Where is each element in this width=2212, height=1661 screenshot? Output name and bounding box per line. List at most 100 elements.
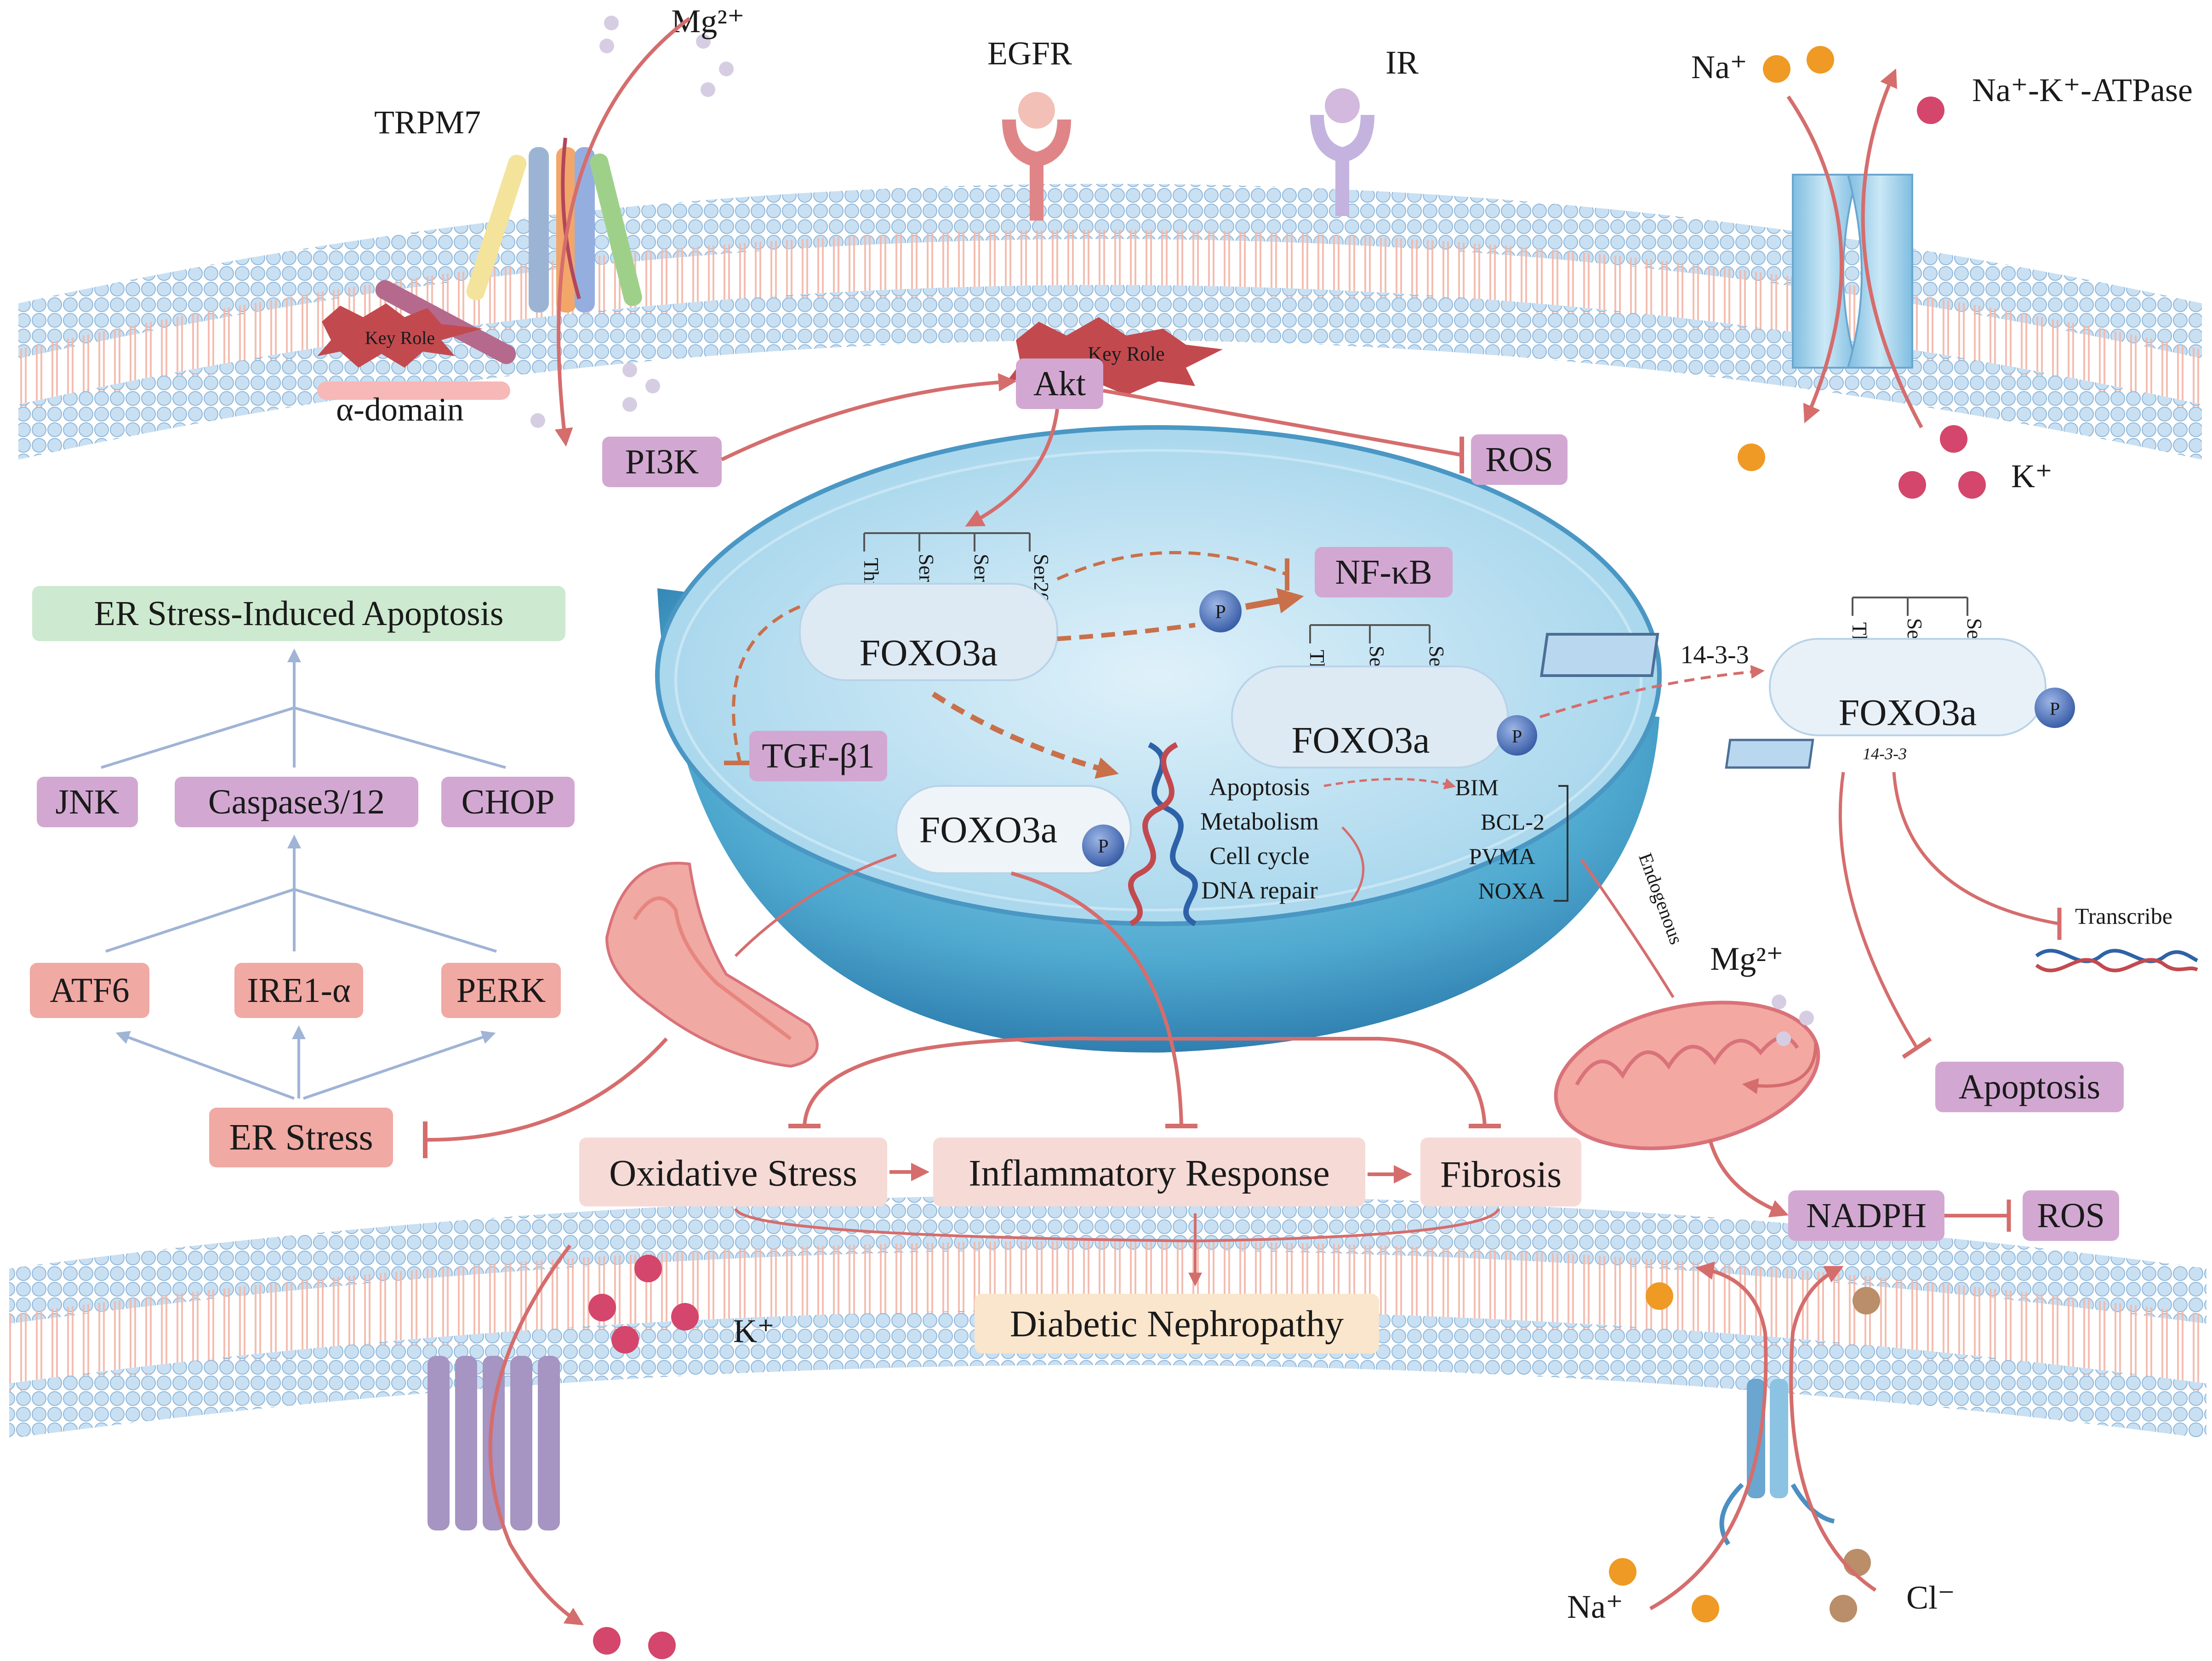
svg-text:PERK: PERK: [456, 971, 546, 1010]
key-role-label-1: Key Role: [365, 328, 435, 348]
svg-text:FOXO3a: FOXO3a: [919, 809, 1058, 851]
svg-text:Apoptosis: Apoptosis: [1209, 773, 1310, 801]
apoptosis-node: Apoptosis: [1935, 1062, 2124, 1112]
akt-node: Key Role Akt: [1007, 317, 1223, 409]
mg-mito-arrow: [1742, 1043, 1818, 1094]
na-influx-arrow: [1649, 1261, 1768, 1610]
svg-text:NF-κB: NF-κB: [1335, 553, 1432, 592]
svg-text:Fibrosis: Fibrosis: [1440, 1154, 1562, 1195]
svg-text:Caspase3/12: Caspase3/12: [208, 783, 385, 821]
svg-text:FOXO3a: FOXO3a: [1292, 719, 1430, 761]
endogenous-label: Endogenous: [1634, 850, 1687, 947]
dna-helix: [1128, 742, 1198, 927]
foxo3a-box-b: Thr32 Ser253 Ser315 FOXO3a P: [1231, 624, 1537, 768]
na-cl-cotransporter: [1719, 1379, 1835, 1546]
svg-text:NADPH: NADPH: [1806, 1196, 1927, 1235]
svg-text:Oxidative Stress: Oxidative Stress: [609, 1152, 857, 1194]
k-efflux-arrow: [488, 1244, 584, 1626]
mito-nadph-arrow: [1708, 1139, 1789, 1217]
diabetic-nephropathy-node: Diabetic Nephropathy: [975, 1294, 1379, 1354]
k-ions-bottom: [588, 1255, 699, 1659]
akt-foxo3a-arrow: [965, 409, 1059, 527]
na-top-label: Na⁺: [1691, 49, 1747, 85]
er-middle-tree: [105, 835, 497, 953]
er-stress-node: ER Stress: [209, 1108, 393, 1167]
svg-text:P: P: [1512, 726, 1522, 747]
svg-text:PI3K: PI3K: [625, 443, 699, 481]
ir-label: IR: [1385, 44, 1419, 81]
target-gene-list: BIM BCL-2 PVMA NOXA: [1455, 774, 1568, 904]
svg-text:ROS: ROS: [2037, 1196, 2105, 1235]
svg-text:PVMA: PVMA: [1469, 843, 1535, 869]
foxo3a-nfkb-dashed: [1056, 551, 1289, 591]
foxo3a-box-c-nuclear: FOXO3a P: [895, 785, 1132, 874]
nadph-ros-inhibit: [1944, 1200, 2011, 1232]
svg-text:Inflammatory Response: Inflammatory Response: [969, 1152, 1330, 1194]
foxo-apoptosis-inhibit: [1838, 772, 1932, 1059]
svg-text:FOXO3a: FOXO3a: [860, 632, 998, 674]
egfr-receptor: [1002, 92, 1071, 221]
phospho-p-1: P: [1199, 590, 1242, 632]
svg-text:Cell cycle: Cell cycle: [1209, 842, 1309, 870]
svg-text:ER Stress: ER Stress: [229, 1117, 373, 1158]
oxidative-stress-node: Oxidative Stress: [579, 1138, 887, 1206]
svg-text:FOXO3a: FOXO3a: [1839, 692, 1977, 734]
inflammatory-response-node: Inflammatory Response: [933, 1138, 1365, 1206]
trpm7-channel: [317, 137, 642, 400]
mito-er-inhibit: [423, 1037, 668, 1158]
k-bottom-label: K⁺: [733, 1313, 775, 1349]
na-k-atpase-label: Na⁺-K⁺-ATPase: [1972, 72, 2193, 108]
svg-text:P: P: [1098, 836, 1108, 857]
protein-14-3-3-bottom: 14-3-3: [1725, 739, 1907, 769]
perk-node: PERK: [441, 963, 561, 1018]
caspase-node: Caspase3/12: [175, 777, 418, 827]
svg-text:14-3-3: 14-3-3: [1863, 745, 1907, 763]
svg-text:ROS: ROS: [1485, 440, 1553, 479]
akt-ros-inhibit: [1103, 389, 1464, 473]
svg-text:TGF-β1: TGF-β1: [762, 737, 875, 775]
mg-ions-mito: [1772, 995, 1814, 1046]
svg-text:P: P: [1215, 602, 1226, 623]
mg-ions-top: [530, 16, 734, 428]
export-dashed-arrow: [1539, 665, 1765, 718]
er-apoptosis-title: ER Stress-Induced Apoptosis: [32, 586, 565, 641]
pi3k-node: PI3K: [602, 437, 722, 487]
svg-text:P: P: [2050, 699, 2060, 719]
ire1a-node: IRE1-α: [234, 963, 363, 1018]
svg-text:DNA repair: DNA repair: [1201, 876, 1317, 904]
k-channel-bottom: [428, 1356, 560, 1530]
er-lower-arrows: [115, 1025, 496, 1100]
tgfb1-node: TGF-β1: [749, 731, 887, 781]
pi3k-akt-arrow: [721, 373, 1017, 461]
protein-14-3-3-top: 14-3-3: [1539, 633, 1749, 677]
svg-text:ER Stress-Induced Apoptosis: ER Stress-Induced Apoptosis: [94, 594, 504, 633]
ir-receptor: [1310, 88, 1374, 216]
jnk-node: JNK: [37, 777, 138, 827]
foxo3a-box-a: Thr32 Ser253 Ser315 Ser207 FOXO3a: [799, 532, 1058, 681]
transcribe-label: Transcribe: [2075, 903, 2172, 929]
svg-text:Apoptosis: Apoptosis: [1959, 1068, 2100, 1106]
key-role-burst-1: Key Role: [317, 303, 483, 368]
nfkb-node: NF-κB: [1315, 547, 1453, 597]
nadph-node: NADPH: [1788, 1190, 1944, 1241]
trpm7-label: TRPM7: [374, 104, 481, 141]
ros-bottom-node: ROS: [2023, 1190, 2119, 1241]
egfr-label: EGFR: [987, 35, 1072, 72]
mg-top-label: Mg²⁺: [671, 3, 745, 40]
na-efflux-arrow: [1786, 95, 1843, 424]
k-influx-arrow: [1861, 68, 1923, 428]
outcome-merge-arrows: [734, 1208, 1500, 1286]
foxo3a-box-cytoplasm: Thr32 Ser253 Ser315 FOXO3a P: [1769, 597, 2075, 736]
mitochondrion-left: [605, 862, 819, 1068]
svg-text:Metabolism: Metabolism: [1200, 808, 1319, 835]
svg-text:BIM: BIM: [1455, 774, 1499, 800]
dna-function-list: Apoptosis Metabolism Cell cycle DNA repa…: [1200, 773, 1319, 904]
svg-text:Akt: Akt: [1033, 364, 1086, 403]
ion-dots-top-right: [1738, 46, 1986, 499]
mg-mito-label: Mg²⁺: [1710, 940, 1784, 977]
svg-text:IRE1-α: IRE1-α: [247, 971, 351, 1010]
cl-bottom-label: Cl⁻: [1906, 1579, 1955, 1616]
svg-text:CHOP: CHOP: [462, 783, 555, 821]
atf6-node: ATF6: [30, 963, 149, 1018]
